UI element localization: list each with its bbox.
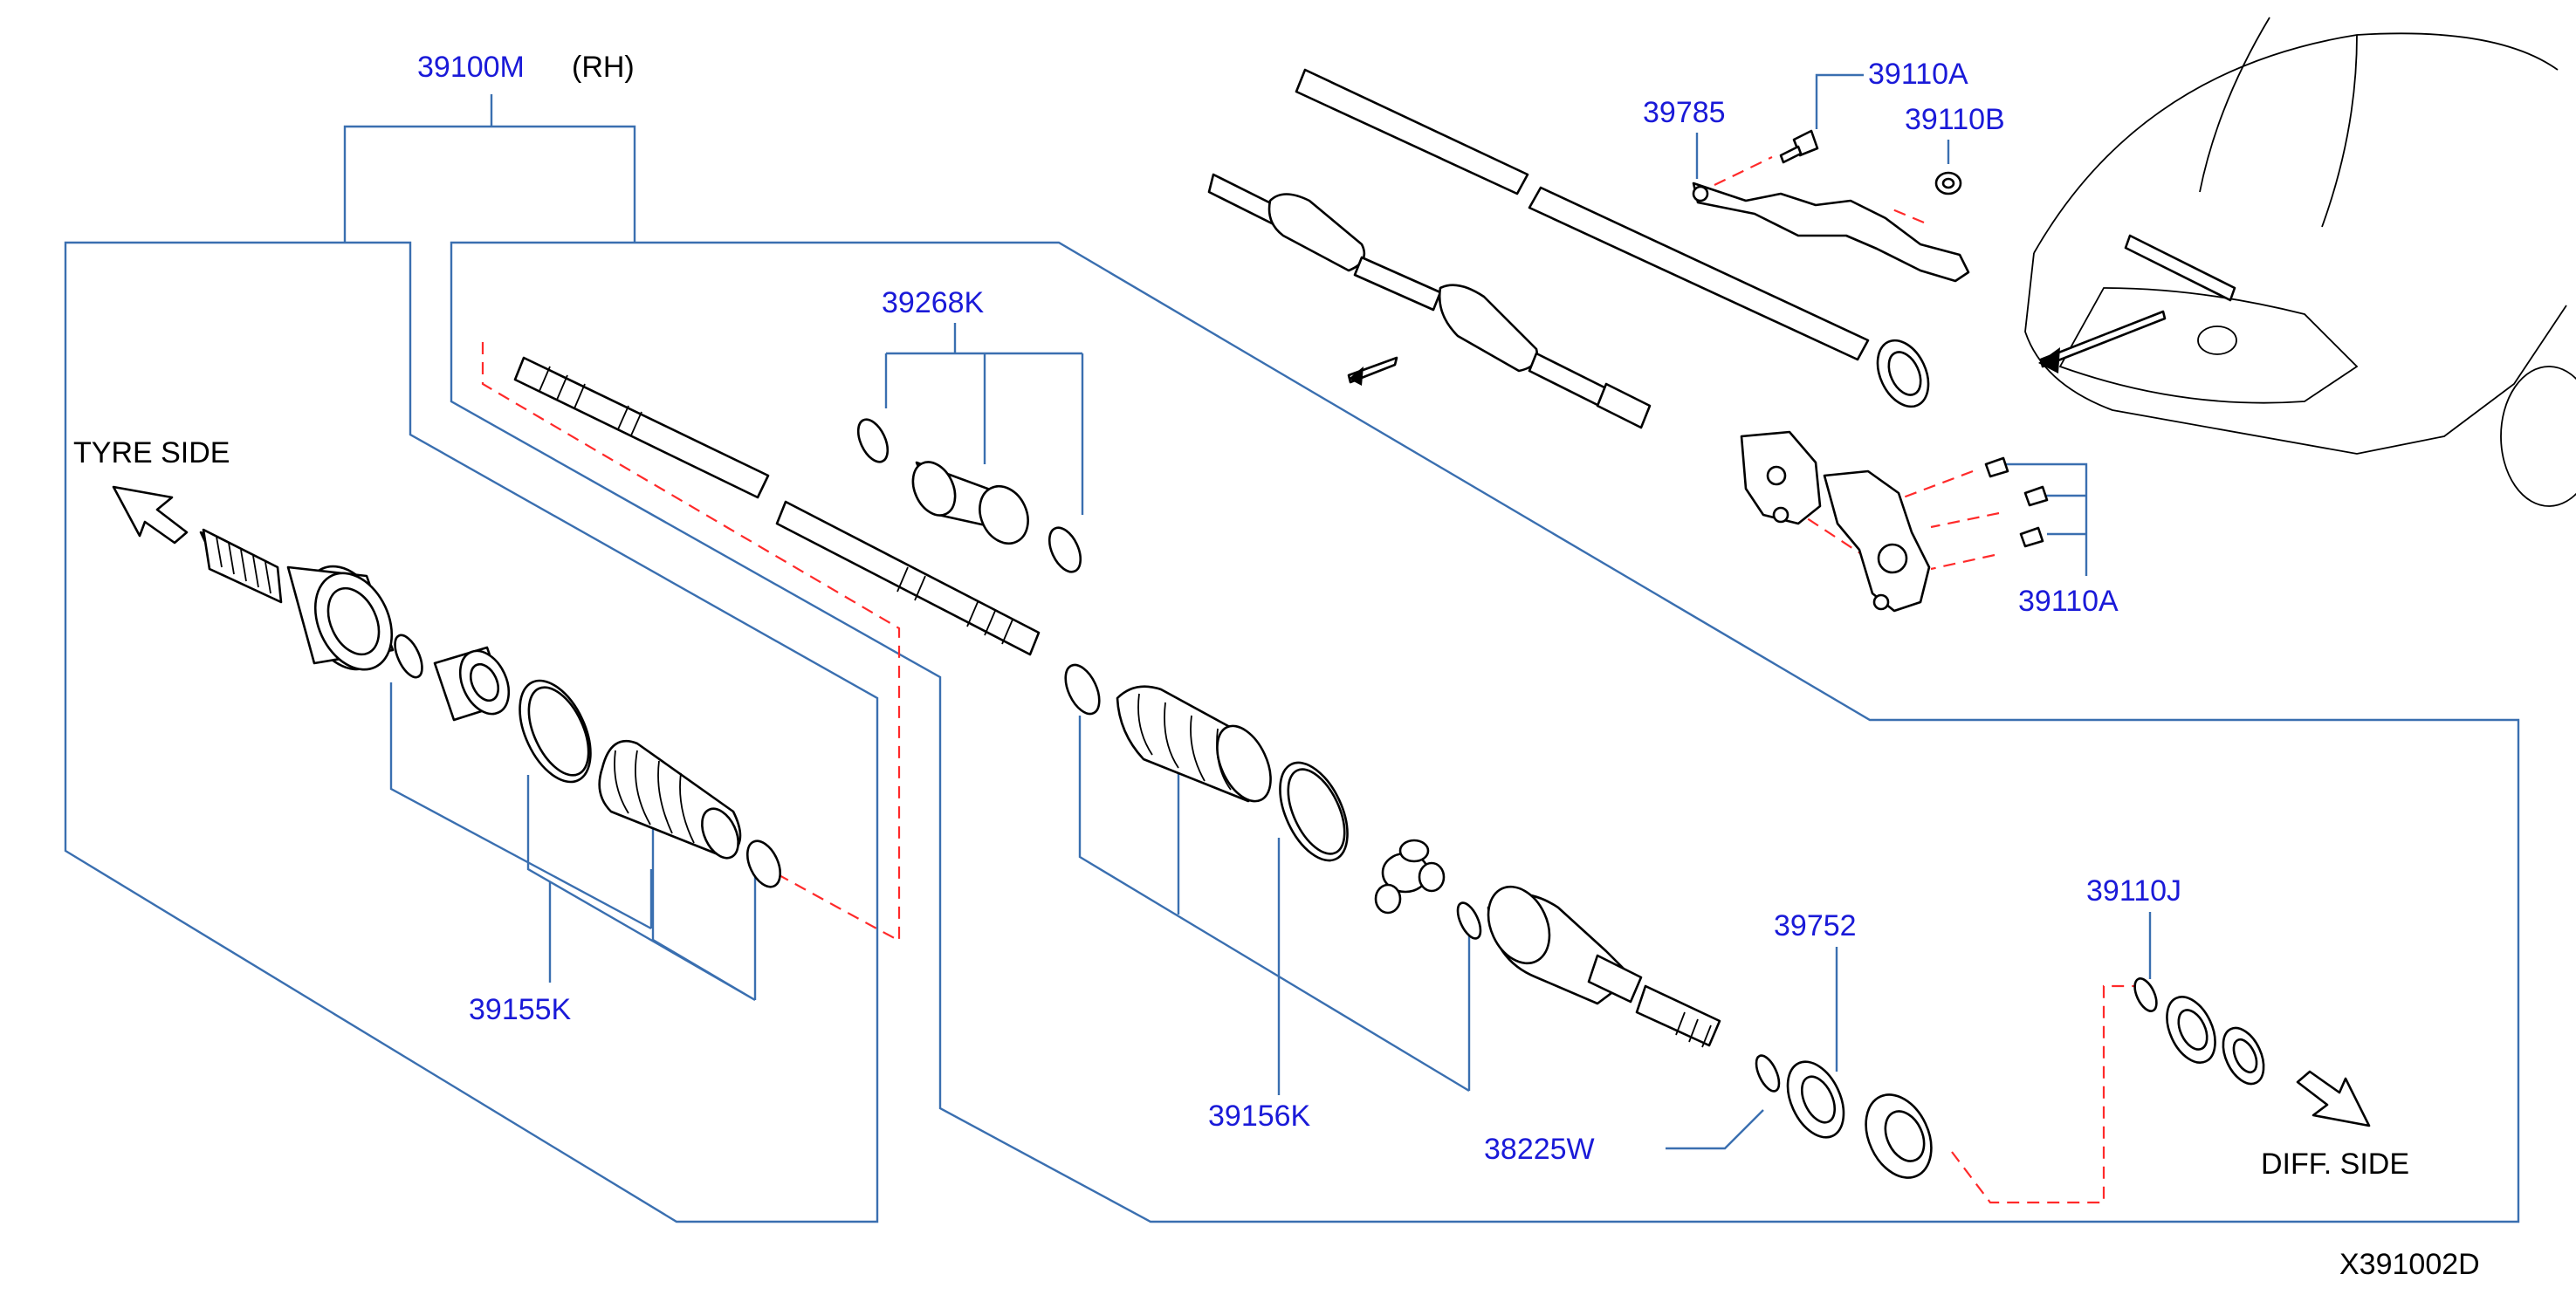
diff-side-bearing[interactable] (2157, 990, 2271, 1091)
support-bearing[interactable] (1853, 1084, 1944, 1188)
boot-outer[interactable] (598, 739, 745, 864)
bolt-39110A-top[interactable] (1779, 129, 1819, 164)
tyre-side-label: TYRE SIDE (73, 436, 230, 469)
outer-cv-joint[interactable] (199, 528, 407, 682)
bracket-39785[interactable] (1692, 182, 1970, 283)
dynamic-damper[interactable] (852, 415, 1087, 577)
ball-cage[interactable] (433, 643, 519, 722)
boot-band-large-left[interactable] (505, 669, 605, 792)
assembly-bracket (64, 94, 2520, 1223)
tripod-spider[interactable] (1374, 839, 1446, 915)
extension-shaft[interactable] (1635, 984, 1721, 1048)
vehicle-front-icon (2024, 17, 2576, 507)
bolts-39110A-right[interactable] (1984, 456, 2049, 548)
nut-39110B[interactable] (1934, 171, 1962, 195)
oil-seal[interactable] (1776, 1052, 1855, 1146)
label-39156K[interactable]: 39156K (1208, 1100, 1311, 1133)
boot-inner[interactable] (1116, 685, 1281, 810)
boot-band-large-right[interactable] (1267, 752, 1362, 871)
snap-ring-outer[interactable] (389, 631, 428, 681)
label-38225W[interactable]: 38225W (1484, 1133, 1595, 1166)
boot-band-small-left[interactable] (741, 836, 787, 892)
bearing-retainer-bracket[interactable] (1823, 469, 1931, 613)
label-39155K[interactable]: 39155K (469, 993, 572, 1026)
snap-ring-inner[interactable] (1453, 900, 1486, 942)
tyre-side-arrow-icon (112, 485, 189, 545)
leader-lines (389, 73, 2152, 1150)
diff-side-arrow-icon (2296, 1070, 2371, 1127)
label-39268K[interactable]: 39268K (882, 286, 985, 319)
label-39752[interactable]: 39752 (1774, 909, 1857, 942)
bearing-snap-ring[interactable] (2130, 976, 2160, 1015)
label-39110B[interactable]: 39110B (1905, 103, 2005, 136)
diagram-code: X391002D (2339, 1248, 2480, 1281)
support-bracket[interactable] (1740, 430, 1822, 525)
assembly-part-number[interactable]: 39100M (417, 51, 525, 84)
inner-cv-housing[interactable] (1477, 877, 1643, 1005)
circlip[interactable] (1752, 1052, 1784, 1094)
dashed-guides (481, 156, 2134, 1204)
drive-shaft[interactable] (513, 356, 1041, 656)
label-39785[interactable]: 39785 (1643, 96, 1726, 129)
label-39110J[interactable]: 39110J (2086, 874, 2181, 908)
assembled-shaft-overview (1207, 68, 1930, 429)
label-39110A-right[interactable]: 39110A (2018, 585, 2119, 618)
diff-side-label: DIFF. SIDE (2261, 1148, 2409, 1181)
boot-band-small-right[interactable] (1059, 660, 1106, 719)
label-39110A-top[interactable]: 39110A (1868, 58, 1968, 91)
assembly-side-label: (RH) (572, 51, 635, 84)
